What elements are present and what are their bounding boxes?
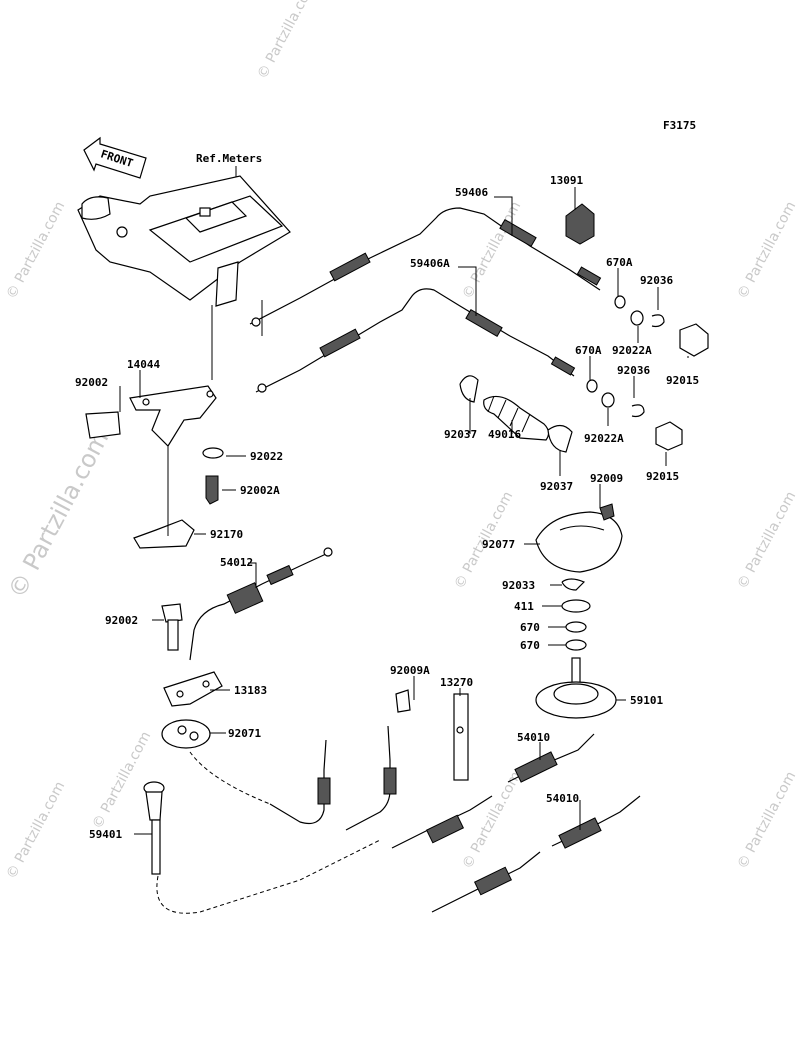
part-label-14044: 14044 — [127, 358, 160, 371]
meter-bracket — [77, 175, 291, 307]
cables-54010 — [391, 733, 641, 913]
part-label-92002a: 92002A — [240, 484, 280, 497]
part-label-92036: 92036 — [640, 274, 673, 287]
watermark-small: © Partzilla.com — [89, 729, 154, 832]
part-label-92037: 92037 — [540, 480, 573, 493]
front-arrow-icon: FRONT — [83, 136, 147, 179]
part-label-92009: 92009 — [590, 472, 623, 485]
part-label-670a: 670A — [606, 256, 633, 269]
part-label-92015: 92015 — [666, 374, 699, 387]
part-label-92002: 92002 — [105, 614, 138, 627]
part-label-92037: 92037 — [444, 428, 477, 441]
bracket-14044 — [85, 385, 224, 549]
part-label-92077: 92077 — [482, 538, 515, 551]
part-label-92002: 92002 — [75, 376, 108, 389]
watermark-small: © Partzilla.com — [459, 769, 524, 872]
part-13091-icon — [565, 203, 595, 245]
part-label-92022a: 92022A — [612, 344, 652, 357]
part-label-59406: 59406 — [455, 186, 488, 199]
watermark-small: © Partzilla.com — [3, 779, 68, 882]
hardware-right — [586, 295, 709, 451]
part-label-59101: 59101 — [630, 694, 663, 707]
part-label-92022: 92022 — [250, 450, 283, 463]
part-label-92071: 92071 — [228, 727, 261, 740]
part-label-54010: 54010 — [517, 731, 550, 744]
part-label-13270: 13270 — [440, 676, 473, 689]
part-label-92033: 92033 — [502, 579, 535, 592]
part-label-670: 670 — [520, 621, 540, 634]
part-label-670a: 670A — [575, 344, 602, 357]
part-label-59406a: 59406A — [410, 257, 450, 270]
boot-assembly — [459, 375, 573, 453]
part-labels: 13091 59406 59406A 670A 92036 92022A 920… — [75, 174, 699, 841]
part-label-92009a: 92009A — [390, 664, 430, 677]
cable-54012 — [189, 547, 333, 661]
part-label-92022a: 92022A — [584, 432, 624, 445]
lower-left-parts — [161, 603, 223, 749]
cap-assembly — [535, 503, 623, 719]
part-label-92170: 92170 — [210, 528, 243, 541]
plunger-59401 — [143, 781, 165, 875]
ref-meters-label: Ref.Meters — [196, 152, 262, 165]
watermark-small: © Partzilla.com — [254, 0, 319, 82]
leader-lines — [119, 187, 689, 835]
part-label-13091: 13091 — [550, 174, 583, 187]
cable-59406 — [249, 207, 602, 327]
cable-59406a — [255, 288, 576, 393]
watermark-small: © Partzilla.com — [734, 489, 799, 592]
part-label-92036: 92036 — [617, 364, 650, 377]
part-label-670: 670 — [520, 639, 540, 652]
part-label-92015: 92015 — [646, 470, 679, 483]
watermark-small: © Partzilla.com — [3, 199, 68, 302]
part-label-411: 411 — [514, 600, 534, 613]
watermark-main: © Partzilla.com — [3, 426, 115, 603]
part-label-54012: 54012 — [220, 556, 253, 569]
watermark-small: © Partzilla.com — [734, 769, 799, 872]
part-label-13183: 13183 — [234, 684, 267, 697]
part-label-54010: 54010 — [546, 792, 579, 805]
part-label-59401: 59401 — [89, 828, 122, 841]
center-cables — [269, 689, 469, 831]
figure-code: F3175 — [663, 119, 696, 132]
part-label-49016: 49016 — [488, 428, 521, 441]
watermark-small: © Partzilla.com — [459, 199, 524, 302]
watermark-small: © Partzilla.com — [734, 199, 799, 302]
